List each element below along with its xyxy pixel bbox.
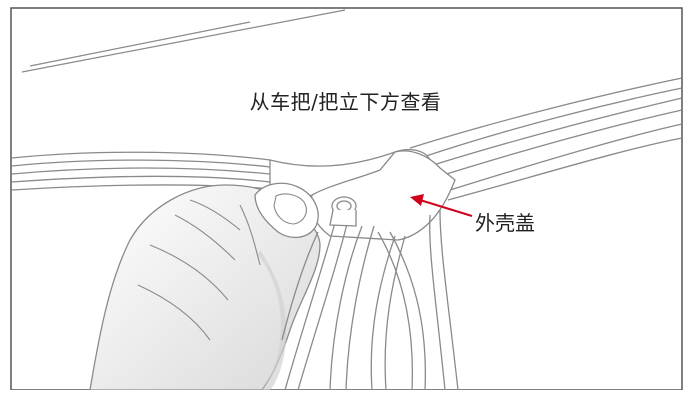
housing-cover-label: 外壳盖 <box>475 211 535 235</box>
front-cable <box>281 231 319 341</box>
cable-bundle <box>284 209 459 391</box>
handlebar-cables-right <box>409 77 683 201</box>
hand-illustration <box>89 182 321 391</box>
frame-tube <box>21 9 346 73</box>
cable-ferrule <box>329 196 357 227</box>
view-caption: 从车把/把立下方查看 <box>249 90 442 114</box>
callout-arrow <box>410 194 473 217</box>
